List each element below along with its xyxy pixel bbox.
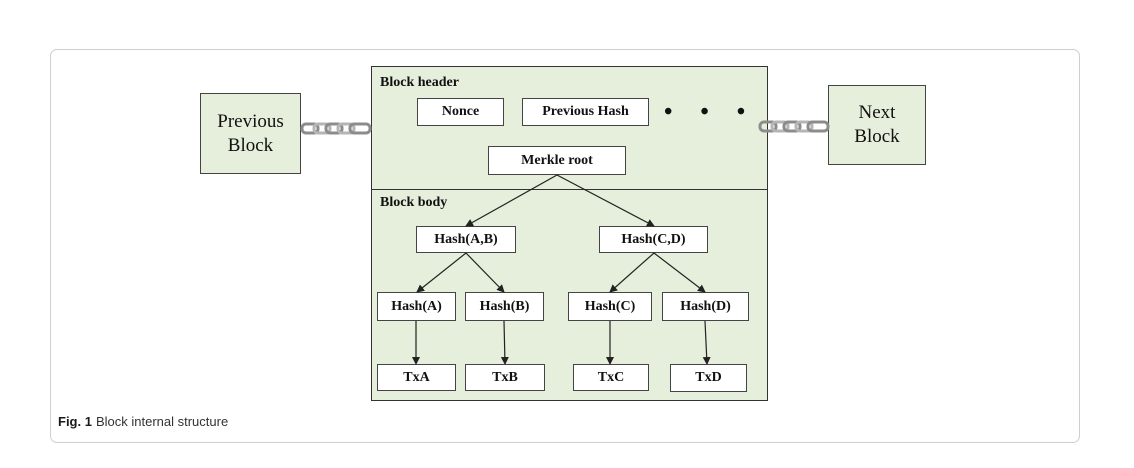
tx-b-node: TxB [465,364,545,391]
tx-c-node: TxC [573,364,649,391]
hash-c-node: Hash(C) [568,292,652,321]
more-fields-ellipsis: • • • [664,99,757,125]
block-body-title: Block body [380,195,448,210]
hash-b-node: Hash(B) [465,292,544,321]
next-block-label: Next Block [854,102,900,147]
hash-d-node: Hash(D) [662,292,749,321]
merkle-root-node: Merkle root [488,146,626,175]
tx-a-node: TxA [377,364,456,391]
caption-text: Block internal structure [95,414,229,429]
hash-a-node: Hash(A) [377,292,456,321]
caption-number: Fig. 1 [58,414,92,429]
next-block: Next Block [828,85,926,165]
previous-block-label: Previous Block [217,110,284,156]
nonce-field: Nonce [417,98,504,126]
hash-cd-node: Hash(C,D) [599,226,708,253]
tx-d-node: TxD [670,364,747,392]
header-body-divider [371,189,768,190]
block-header-title: Block header [380,75,459,90]
previous-block: Previous Block [200,93,301,174]
hash-ab-node: Hash(A,B) [416,226,516,253]
previous-hash-field: Previous Hash [522,98,649,126]
